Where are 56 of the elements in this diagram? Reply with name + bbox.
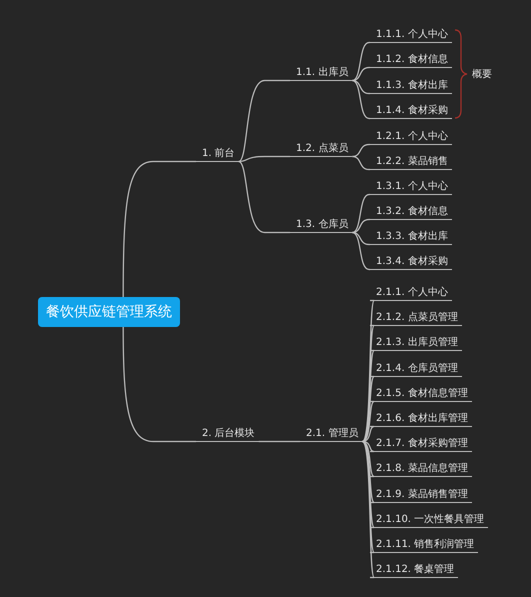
branch-line <box>238 161 290 234</box>
branch-line <box>352 194 370 234</box>
branch-line <box>122 327 196 442</box>
topic-text: 2.1.11. 销售利润管理 <box>370 538 478 553</box>
topic-text: 1. 前台 <box>196 147 239 162</box>
branch-line <box>362 441 375 554</box>
topic-text: 2.1.3. 出库员管理 <box>370 336 462 351</box>
branch-line <box>352 66 370 82</box>
summary-label: 概要 <box>472 68 492 81</box>
branch-line <box>362 376 375 442</box>
branch-line <box>352 232 370 246</box>
topic-text: 2.1.10. 一次性餐具管理 <box>370 513 488 528</box>
branch-line <box>352 80 370 120</box>
topic-text: 1.3. 仓库员 <box>290 218 352 233</box>
topic-text: 1.1.3. 食材出库 <box>370 79 452 94</box>
branch-line <box>258 440 300 442</box>
topic-text: 2.1.8. 菜品信息管理 <box>370 462 472 477</box>
topic-text: 1.1.2. 食材信息 <box>370 53 452 68</box>
topic-text: 2.1.9. 菜品销售管理 <box>370 488 472 503</box>
branch-line <box>362 350 375 442</box>
topic-text: 1.2.1. 个人中心 <box>370 130 452 145</box>
branch-line <box>122 160 196 297</box>
topic-text: 1.3.2. 食材信息 <box>370 205 452 220</box>
topic-text: 2.1.1. 个人中心 <box>370 286 452 301</box>
branch-line <box>352 144 370 158</box>
branch-line <box>352 232 370 270</box>
topic-text: 2.1.5. 食材信息管理 <box>370 387 472 402</box>
topic-text: 1.3.3. 食材出库 <box>370 230 452 245</box>
topic-text: 1.1. 出库员 <box>290 66 352 81</box>
branch-line <box>352 156 370 170</box>
topic-text: 1.1.1. 个人中心 <box>370 28 452 43</box>
topic-text: 2.1.6. 食材出库管理 <box>370 412 472 427</box>
topic-text: 1.3.1. 个人中心 <box>370 180 452 195</box>
branch-line <box>362 426 375 442</box>
topic-text: 2.1.7. 食材采购管理 <box>370 437 472 452</box>
topic-text: 2.1.2. 点菜员管理 <box>370 311 462 326</box>
topic-text: 1.2.2. 菜品销售 <box>370 155 452 170</box>
topic-text: 1.3.4. 食材采购 <box>370 255 452 270</box>
topic-text: 2.1.12. 餐桌管理 <box>370 563 458 578</box>
branch-line <box>362 441 375 578</box>
branch-line <box>362 440 375 478</box>
topic-text: 1.2. 点菜员 <box>290 142 352 157</box>
branch-line <box>238 80 290 162</box>
topic-text: 2.1. 管理员 <box>300 427 362 442</box>
branch-line <box>362 440 375 452</box>
topic-text: 1.1.4. 食材采购 <box>370 104 452 119</box>
topic-text: 2.1.4. 仓库员管理 <box>370 362 462 377</box>
branch-line <box>362 324 375 442</box>
branch-line <box>362 400 375 442</box>
branch-line <box>352 218 370 234</box>
root-topic-box: 餐饮供应链管理系统 <box>38 297 180 327</box>
branch-line <box>352 42 370 82</box>
branch-line <box>362 441 375 528</box>
branch-line <box>238 156 290 162</box>
branch-line <box>352 80 370 94</box>
topic-text: 2. 后台模块 <box>196 427 259 442</box>
